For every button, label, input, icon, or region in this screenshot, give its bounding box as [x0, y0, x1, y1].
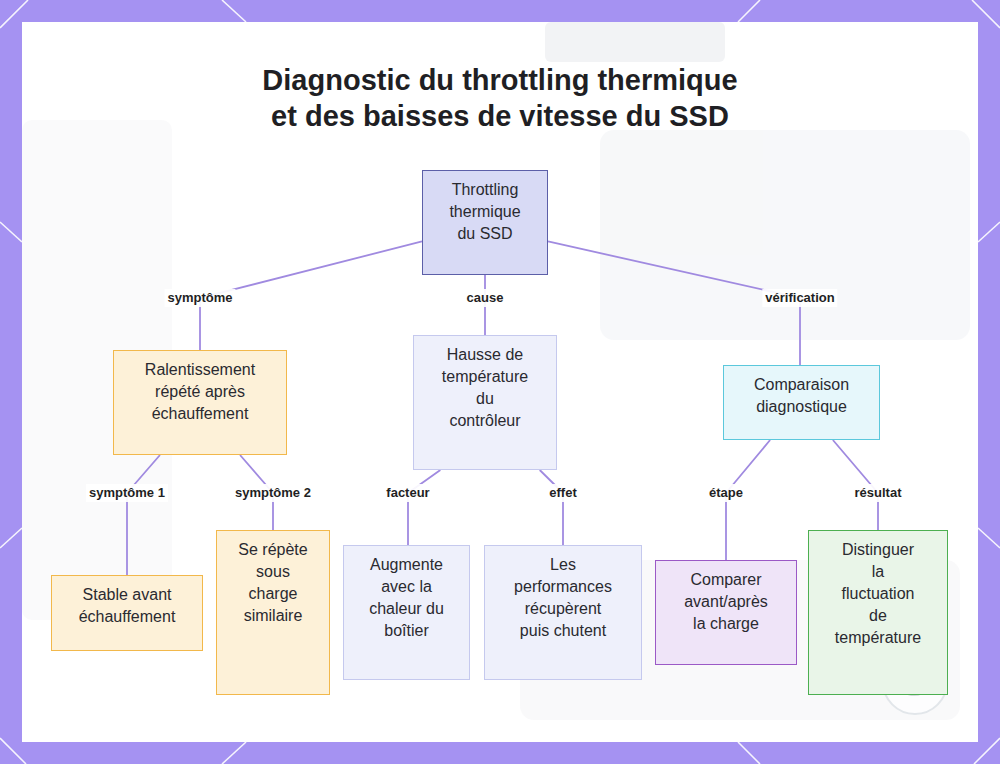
edge-label: symptôme 1	[86, 484, 168, 502]
edge-label: effet	[546, 484, 579, 502]
node-label: Throttling thermique du SSD	[443, 179, 528, 245]
node-label: Hausse de température du contrôleur	[440, 344, 530, 432]
decor-line	[222, 742, 246, 764]
edge-label: vérification	[762, 289, 837, 307]
node-label: Ralentissement répété après échauffement	[135, 359, 265, 425]
illustration-shape	[600, 130, 970, 340]
node-label: Se répète sous charge similaire	[233, 539, 313, 627]
concept-box: Hausse de température du contrôleur	[413, 335, 557, 470]
illustration-shape	[545, 22, 725, 62]
decor-line	[738, 742, 760, 764]
node-label: Distinguer la fluctuation de température	[834, 539, 922, 649]
decor-line	[0, 528, 22, 548]
edge-label: symptôme	[164, 289, 235, 307]
decor-line	[222, 0, 246, 22]
concept-box: Augmente avec la chaleur du boîtier	[343, 545, 470, 680]
concept-box: Comparaison diagnostique	[723, 365, 880, 440]
node-label: Augmente avec la chaleur du boîtier	[364, 554, 449, 642]
node-label: Stable avant échauffement	[67, 584, 187, 628]
decor-line	[738, 0, 760, 22]
tree-connector	[127, 455, 160, 575]
node-label: Les performances récupèrent puis chutent	[511, 554, 616, 642]
edge-label: symptôme 2	[232, 484, 314, 502]
tree-connector	[408, 470, 440, 545]
decor-line	[978, 222, 1000, 242]
concept-box: Stable avant échauffement	[51, 575, 203, 651]
decor-line	[978, 528, 1000, 548]
concept-box: Les performances récupèrent puis chutent	[484, 545, 642, 680]
concept-box: Se répète sous charge similaire	[216, 530, 330, 695]
concept-box: Ralentissement répété après échauffement	[113, 350, 287, 455]
node-label: Comparer avant/après la charge	[679, 569, 774, 635]
concept-box: Comparer avant/après la charge	[655, 560, 797, 665]
tree-connector	[540, 470, 563, 545]
edge-label: étape	[706, 484, 746, 502]
diagram-title: Diagnostic du throttling thermique et de…	[255, 62, 745, 134]
faded-illustration	[22, 22, 970, 720]
concept-box: Distinguer la fluctuation de température	[808, 530, 948, 695]
concept-box: Throttling thermique du SSD	[422, 170, 548, 275]
edge-label: facteur	[383, 484, 432, 502]
inner-panel	[22, 22, 978, 742]
decor-line	[0, 222, 22, 242]
edge-label: résultat	[852, 484, 905, 502]
node-label: Comparaison diagnostique	[747, 374, 857, 418]
edge-label: cause	[464, 289, 507, 307]
